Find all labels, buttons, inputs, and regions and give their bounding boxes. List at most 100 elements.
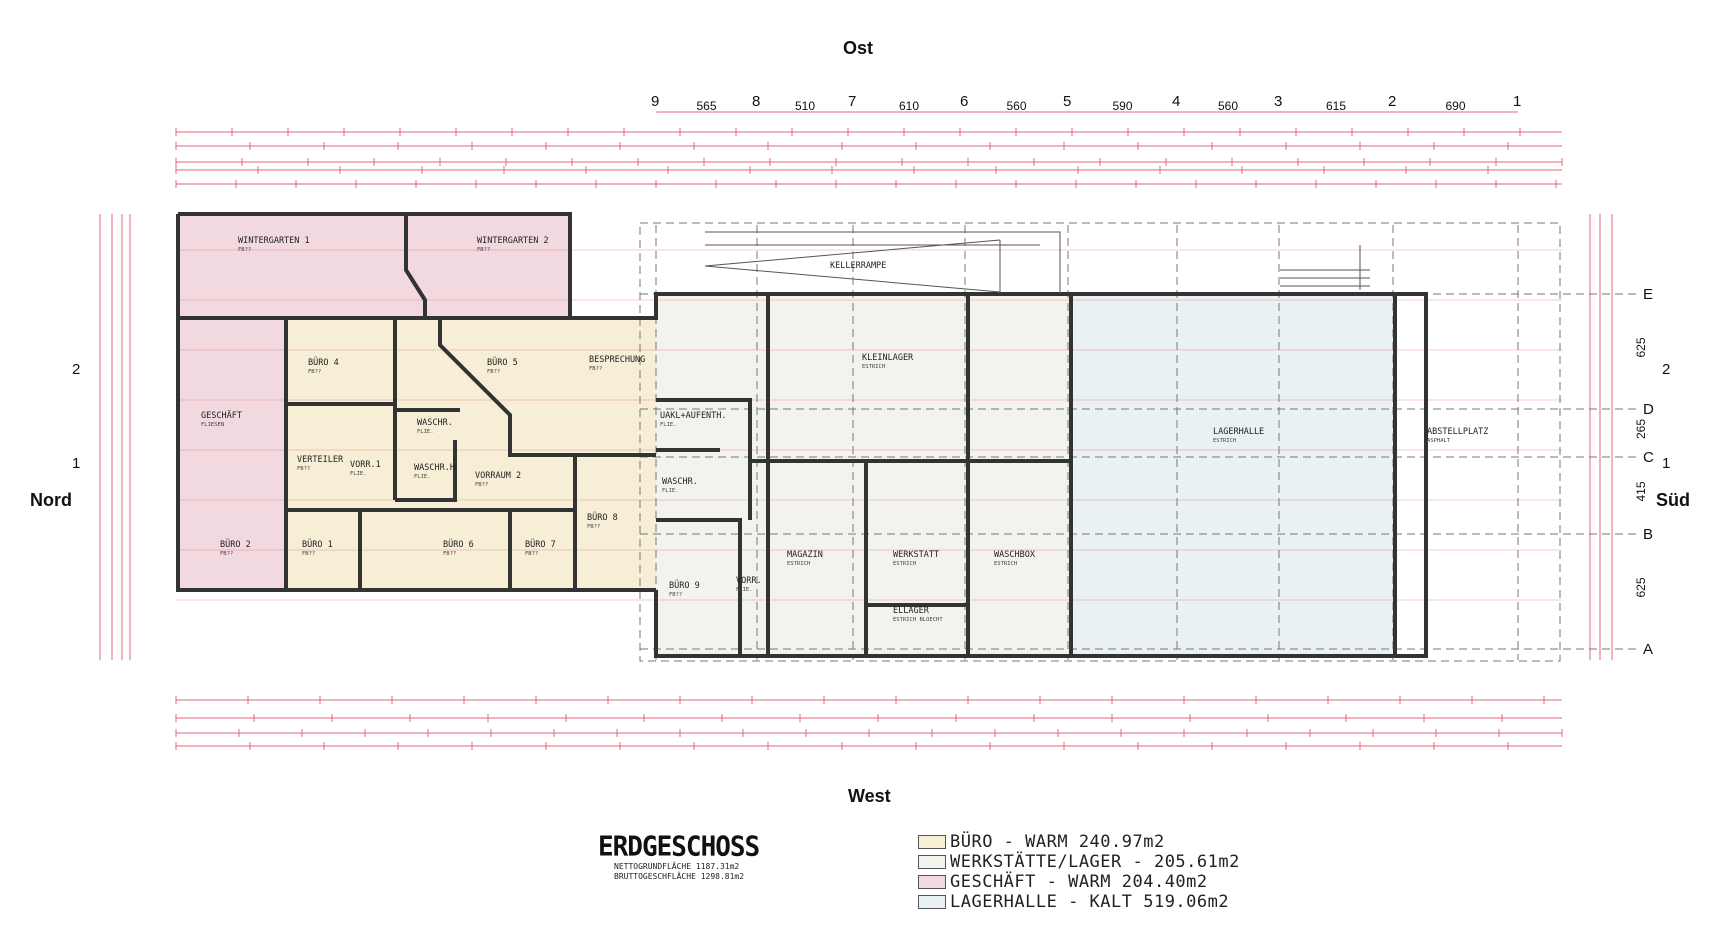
drawing-title: ERDGESCHOSS [598,831,760,863]
room-name: VORR.1 [350,460,381,470]
compass-north: Nord [30,490,72,510]
room-label: BÜRO 6FB?? [443,539,474,557]
column-axis-label: 8 [752,93,760,110]
room-name: KELLERRAMPE [830,261,886,271]
row-spacing-label: 625 [1634,337,1648,357]
column-spacing-label: 565 [697,99,717,113]
gross-area: BRUTTOGESCHFLÄCHE 1298.81m2 [614,872,745,881]
room-floor: FLIE. [662,488,679,494]
room-floor: FLIE. [350,471,367,477]
section-mark-west-1: 1 [72,455,80,472]
row-axis-label: B [1643,526,1653,543]
room-label: BÜRO 2FB?? [220,539,251,557]
room-floor: FB?? [587,524,600,530]
room-name: ABSTELLPLATZ [1427,427,1488,437]
room-name: WASCHR. [417,418,453,428]
legend-swatch [918,835,946,849]
column-spacing-label: 560 [1218,99,1238,113]
room-floor: FB?? [443,551,456,557]
row-spacing-label: 415 [1634,481,1648,501]
row-spacing-label: 625 [1634,577,1648,597]
row-axis-label: E [1643,286,1653,303]
column-spacing-label: 590 [1113,99,1133,113]
room-name: MAGAZIN [787,550,823,560]
legend-label: BÜRO - WARM 240.97m2 [950,832,1165,852]
room-name: WINTERGARTEN 1 [238,236,310,246]
legend-item: BÜRO - WARM 240.97m2 [918,832,1240,852]
room-floor: FB?? [302,551,315,557]
room-name: VORRAUM 2 [475,471,521,481]
walls [176,212,1428,658]
room-label: BÜRO 5FB?? [487,357,518,375]
room-name: GESCHÄFT [201,410,242,421]
room-label: BÜRO 8FB?? [587,512,618,530]
room-name: WASCHR.H [414,463,455,473]
room-floor: ESTRICH [1213,438,1236,444]
room-label: BÜRO 1FB?? [302,539,333,557]
legend-item: LAGERHALLE - KALT 519.06m2 [918,892,1240,912]
legend-item: WERKSTÄTTE/LAGER - 205.61m2 [918,852,1240,872]
column-axis-label: 2 [1388,93,1396,110]
room-floor: FLIE. [736,587,753,593]
compass-west: West [848,786,891,806]
legend: BÜRO - WARM 240.97m2 WERKSTÄTTE/LAGER - … [918,832,1240,912]
column-axis-label: 1 [1513,93,1521,110]
room-floor: ESTRICH BLOECHT [893,617,943,623]
room-name: BÜRO 7 [525,539,556,550]
net-area: NETTOGRUNDFLÄCHE 1187.31m2 [614,862,740,871]
room-name: WINTERGARTEN 2 [477,236,549,246]
room-floor: ESTRICH [893,561,916,567]
room-label: WINTERGARTEN 2FB?? [477,236,549,253]
room-floor: FB?? [475,482,488,488]
legend-label: GESCHÄFT - WARM 204.40m2 [950,872,1208,892]
legend-item: GESCHÄFT - WARM 204.40m2 [918,872,1240,892]
room-name: KLEINLAGER [862,353,914,363]
section-mark-west-2: 2 [72,361,80,378]
column-spacing-label: 610 [899,99,919,113]
room-name: BÜRO 9 [669,580,700,591]
row-axis-label: A [1643,641,1653,658]
column-axis-label: 3 [1274,93,1282,110]
ramp [704,231,1370,294]
room-name: UAKL+AUFENTH. [660,411,727,421]
column-axis-label: 7 [848,93,856,110]
room-label: BÜRO 4FB?? [308,357,339,375]
column-spacing-label: 510 [795,99,815,113]
room-floor: FB?? [669,592,682,598]
compass-east: Ost [843,38,874,58]
room-floor: FLIE. [417,429,434,435]
room-name: BÜRO 4 [308,357,339,368]
dimension-lines [99,128,1613,750]
room-name: ELLAGER [893,606,930,616]
room-name: BÜRO 1 [302,539,333,550]
legend-swatch [918,875,946,889]
row-spacing-label: 265 [1634,419,1648,439]
room-floor: FB?? [220,551,233,557]
room-floor: FB?? [487,369,500,375]
room-floor: FB?? [308,369,321,375]
legend-swatch [918,895,946,909]
section-mark-east-2: 2 [1662,361,1670,378]
room-label: WINTERGARTEN 1FB?? [238,236,310,253]
column-axis-label: 9 [651,93,659,110]
room-label: KELLERRAMPE [830,261,886,271]
room-floor: FB?? [525,551,538,557]
room-name: WASCHR. [662,477,698,487]
compass-south: Süd [1656,490,1690,510]
room-label: VORRAUM 2FB?? [475,471,521,488]
room-floor: ESTRICH [994,561,1017,567]
room-name: BÜRO 6 [443,539,474,550]
section-marks: 2 1 2 1 [72,361,1670,472]
room-name: WASCHBOX [994,550,1036,560]
room-floor: FLIE. [414,474,431,480]
room-label: WASCHR.FLIE. [662,477,698,494]
